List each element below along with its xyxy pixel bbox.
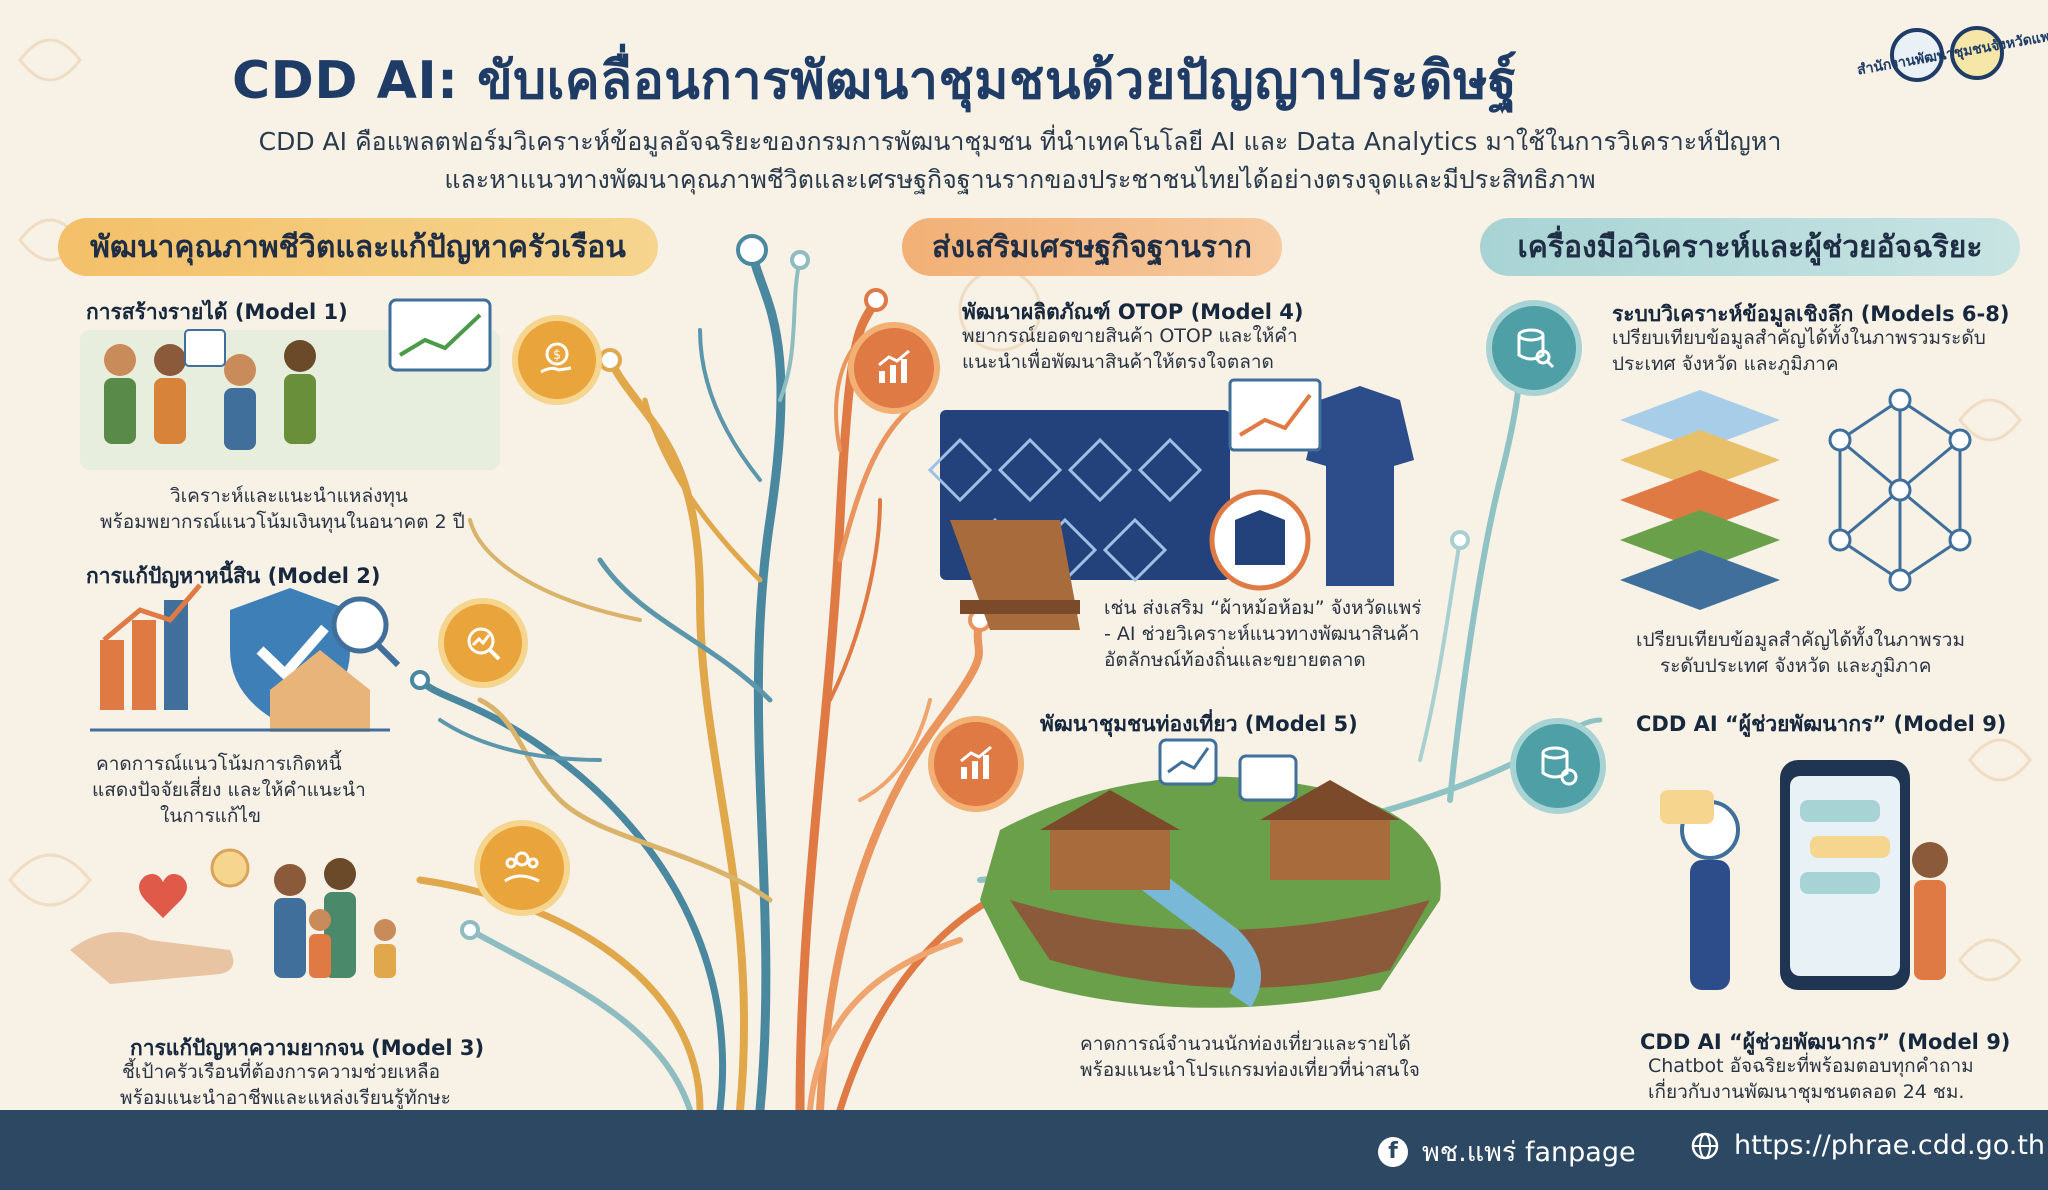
model4-title: พัฒนาผลิตภัณฑ์ OTOP (Model 4) (962, 300, 1304, 324)
model3-desc-line-2: พร้อมแนะนำอาชีพและแหล่งเรียนรู้ทักษะ (120, 1087, 451, 1109)
database-settings-icon (1510, 718, 1606, 814)
model68-desc-line-2: ประเทศ จังหวัด และภูมิภาค (1612, 353, 1839, 375)
model2-title: การแก้ปัญหาหนี้สิน (Model 2) (86, 564, 381, 588)
model2-desc-line-2: แสดงปัจจัยเสี่ยง และให้คำแนะนำ (92, 779, 366, 801)
subtitle-line-2: และหาแนวทางพัฒนาคุณภาพชีวิตและเศรษฐกิจฐา… (444, 165, 1596, 194)
section-heading-grassroots-economy: ส่งเสริมเศรษฐกิจฐานราก (902, 218, 1282, 276)
section-heading-quality-of-life: พัฒนาคุณภาพชีวิตและแก้ปัญหาครัวเรือน (58, 218, 658, 276)
model9-desc-line-1: Chatbot อัจฉริยะที่พร้อมตอบทุกคำถาม (1648, 1055, 1974, 1077)
money-hand-icon: $ (512, 315, 602, 405)
otop-example-line-2: - AI ช่วยวิเคราะห์แนวทางพัฒนาสินค้า (1104, 623, 1420, 645)
facebook-label: พช.แพร่ fanpage (1422, 1137, 1636, 1168)
tourism-illustration (980, 738, 1441, 1008)
model4-desc-line-2: แนะนำเพื่อพัฒนาสินค้าให้ตรงใจตลาด (962, 351, 1274, 373)
model1-title: การสร้างรายได้ (Model 1) (86, 300, 348, 324)
otop-example-line-1: เช่น ส่งเสริม “ผ้าหม้อห้อม” จังหวัดแพร่ (1104, 597, 1422, 619)
model5-desc-line-1: คาดการณ์จำนวนนักท่องเที่ยวและรายได้ (1080, 1033, 1411, 1055)
footer-bar (0, 1110, 2048, 1190)
website-link[interactable]: https://phrae.cdd.go.th (1690, 1130, 2045, 1161)
data-layers-illustration (1620, 390, 1780, 610)
compare-desc-line-1: เปรียบเทียบข้อมูลสำคัญได้ทั้งในภาพรวม (1636, 629, 1965, 651)
otop-example-line-3: อัตลักษณ์ท้องถิ่นและขยายตลาด (1104, 649, 1366, 671)
province-seal-icon (1950, 26, 2004, 80)
model5-title: พัฒนาชุมชนท่องเที่ยว (Model 5) (1040, 712, 1358, 736)
page-title: CDD AI: ขับเคลื่อนการพัฒนาชุมชนด้วยปัญญา… (232, 51, 1518, 111)
trend-search-icon (438, 598, 528, 688)
model9-title-bottom: CDD AI “ผู้ช่วยพัฒนากร” (Model 9) (1640, 1030, 2011, 1054)
model2-desc-line-3: ในการแก้ไข (160, 805, 261, 827)
growth-chart-icon (848, 322, 940, 414)
facebook-link[interactable]: f พช.แพร่ fanpage (1378, 1130, 1636, 1173)
growth-chart-icon-2 (928, 716, 1024, 812)
model68-desc-line-1: เปรียบเทียบข้อมูลสำคัญได้ทั้งในภาพรวมระด… (1612, 327, 1986, 349)
compare-desc-line-2: ระดับประเทศ จังหวัด และภูมิภาค (1660, 655, 1932, 677)
model4-desc-line-1: พยากรณ์ยอดขายสินค้า OTOP และให้คำ (962, 325, 1298, 347)
model1-desc-line-1: วิเคราะห์และแนะนำแหล่งทุน (170, 485, 408, 507)
subtitle-line-1: CDD AI คือแพลตฟอร์มวิเคราะห์ข้อมูลอัจฉริ… (258, 127, 1782, 156)
database-search-icon (1486, 300, 1582, 396)
svg-text:$: $ (553, 348, 561, 363)
cdd-logo-icon (1890, 28, 1944, 82)
model3-title: การแก้ปัญหาความยากจน (Model 3) (130, 1036, 485, 1060)
poverty-illustration (70, 848, 396, 984)
otop-illustration (927, 378, 1414, 630)
facebook-icon: f (1378, 1136, 1408, 1167)
model5-desc-line-2: พร้อมแนะนำโปรแกรมท่องเที่ยวที่น่าสนใจ (1080, 1059, 1420, 1081)
model68-title: ระบบวิเคราะห์ข้อมูลเชิงลึก (Models 6-8) (1612, 302, 2010, 326)
network-illustration (1828, 388, 1972, 592)
income-illustration (80, 298, 500, 470)
website-label: https://phrae.cdd.go.th (1734, 1130, 2046, 1161)
model3-desc-line-1: ชี้เป้าครัวเรือนที่ต้องการความช่วยเหลือ (122, 1061, 441, 1083)
model2-desc-line-1: คาดการณ์แนวโน้มการเกิดหนี้ (96, 753, 342, 775)
model9-desc-line-2: เกี่ยวกับงานพัฒนาชุมชนตลอด 24 ชม. (1648, 1081, 1965, 1103)
chatbot-illustration (1660, 760, 1948, 990)
globe-icon (1691, 1132, 1719, 1159)
model9-title-top: CDD AI “ผู้ช่วยพัฒนากร” (Model 9) (1636, 712, 2007, 736)
section-heading-analysis-tools: เครื่องมือวิเคราะห์และผู้ช่วยอัจฉริยะ (1480, 218, 2020, 276)
model1-desc-line-2: พร้อมพยากรณ์แนวโน้มเงินทุนในอนาคต 2 ปี (100, 511, 465, 533)
community-support-icon (474, 820, 570, 916)
debt-illustration (90, 583, 401, 732)
